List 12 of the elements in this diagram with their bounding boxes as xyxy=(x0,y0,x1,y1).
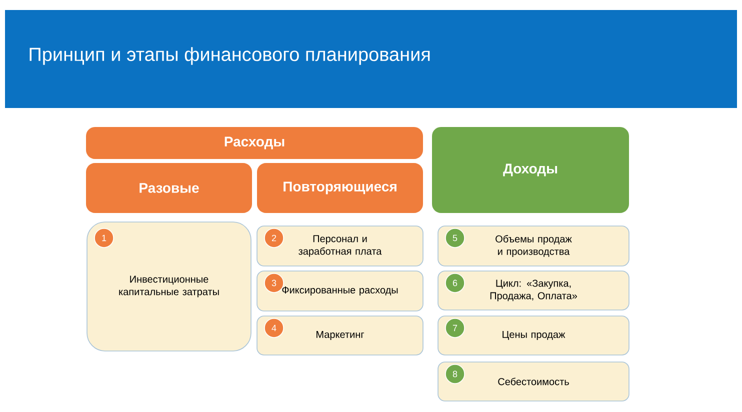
number-badge: 1 xyxy=(94,228,114,248)
number-badge: 7 xyxy=(445,318,465,338)
category-header: Разовые xyxy=(86,163,252,213)
category-header: Повторяющиеся xyxy=(257,163,423,213)
number-badge: 4 xyxy=(264,318,284,338)
number-badge: 8 xyxy=(445,364,465,384)
number-badge: 2 xyxy=(264,228,284,248)
number-badge: 6 xyxy=(445,273,465,293)
category-header: Доходы xyxy=(432,127,629,213)
title-banner: Принцип и этапы финансового планирования xyxy=(5,10,737,108)
number-badge: 5 xyxy=(445,228,465,248)
category-header: Расходы xyxy=(86,127,423,159)
